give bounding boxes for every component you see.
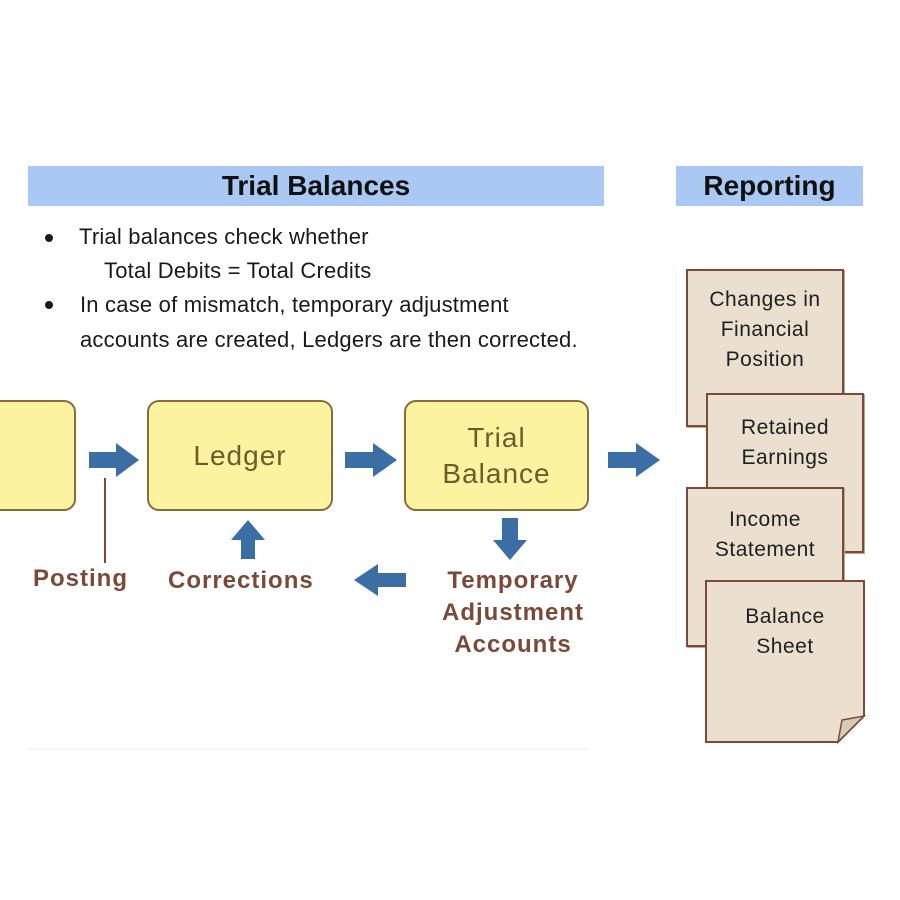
bullet-dot-1 <box>45 234 53 242</box>
balance-sheet-label: Balance Sheet <box>705 602 865 662</box>
temporary-label-line-2: Adjustment <box>442 599 584 626</box>
bullet-1-line-1: Trial balances check whether <box>79 224 369 249</box>
trial-balance-box-label-line-1: Trial <box>467 421 526 453</box>
bullet-dot-2 <box>45 301 53 309</box>
retained-doc-line-2: Earnings <box>741 446 829 469</box>
income-doc-line-1: Income <box>729 508 801 531</box>
trial-balance-box: Trial Balance <box>404 400 589 511</box>
trial-balance-box-label-line-2: Balance <box>442 457 551 489</box>
arrow-up-to-ledger <box>231 520 265 559</box>
ledger-box-label: Ledger <box>193 439 287 471</box>
reporting-banner: Reporting <box>676 166 863 206</box>
arrow-right-to-ledger <box>89 443 139 477</box>
balance-doc-line-2: Sheet <box>756 635 814 658</box>
arrow-right-to-reporting <box>608 443 660 477</box>
bullet-2-line-2: accounts are created, Ledgers are then c… <box>80 327 578 352</box>
bullet-2-line-1: In case of mismatch, temporary adjustmen… <box>80 292 509 317</box>
bottom-divider <box>28 748 588 750</box>
arrow-right-to-trial-balance <box>345 443 397 477</box>
temporary-label-line-1: Temporary <box>447 567 579 594</box>
balance-sheet-page-shape <box>705 580 867 745</box>
balance-sheet-doc: Balance Sheet <box>705 580 867 745</box>
temporary-adjustment-accounts-label: Temporary Adjustment Accounts <box>428 565 598 661</box>
temporary-label-line-3: Accounts <box>454 631 572 658</box>
arrow-down-to-temporary <box>493 518 527 560</box>
posting-label: Posting <box>33 565 128 592</box>
balance-doc-line-1: Balance <box>745 605 825 628</box>
corrections-label: Corrections <box>168 567 314 594</box>
previous-step-box <box>0 400 76 511</box>
retained-doc-line-1: Retained <box>740 416 830 439</box>
changes-doc-line-3: Position <box>725 348 805 371</box>
changes-doc-line-1: Changes in <box>709 288 821 311</box>
trial-balances-banner: Trial Balances <box>28 166 604 206</box>
income-doc-line-2: Statement <box>714 538 816 561</box>
changes-doc-line-2: Financial <box>720 318 810 341</box>
bullet-1-line-2: Total Debits = Total Credits <box>104 258 372 283</box>
ledger-box: Ledger <box>147 400 333 511</box>
arrow-left-to-corrections <box>354 564 406 596</box>
